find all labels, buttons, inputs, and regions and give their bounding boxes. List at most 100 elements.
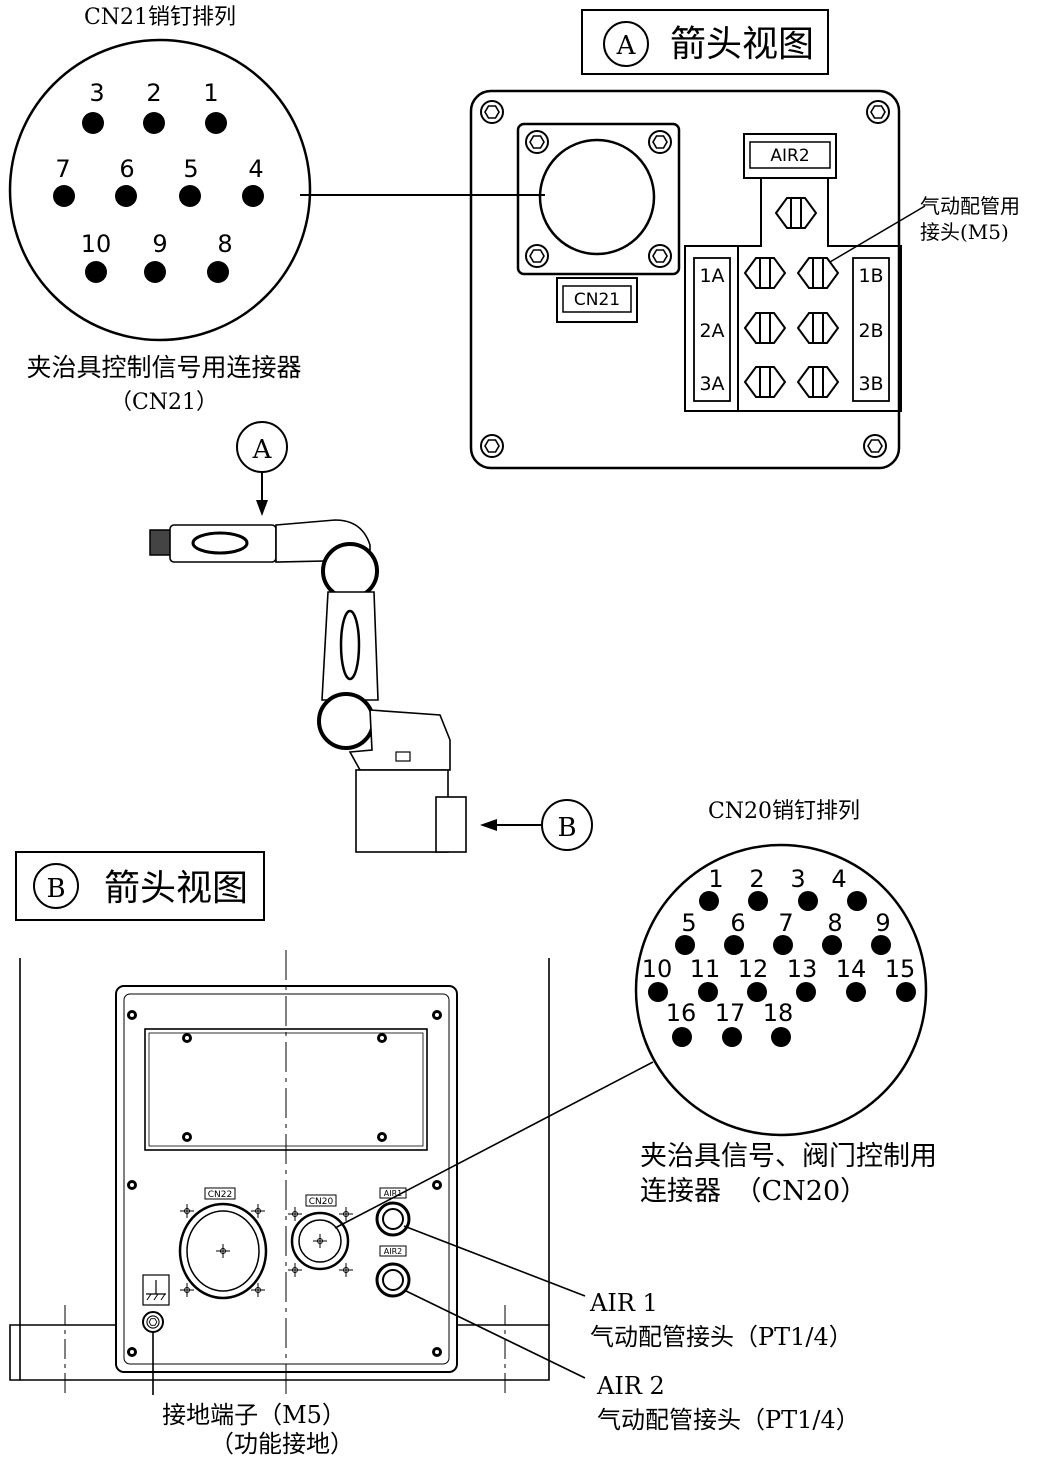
plate-screw-icon <box>127 1347 137 1357</box>
ground-terminal <box>142 1311 164 1333</box>
cn20-pin-dot <box>896 982 916 1002</box>
fitting-icon <box>744 366 786 398</box>
cn20-pin-label: 17 <box>715 999 746 1027</box>
cn21-caption-code: （CN21） <box>110 390 218 415</box>
cn20-pin-dot <box>675 935 695 955</box>
cn21-caption: 夹治具控制信号用连接器 <box>26 353 301 382</box>
cn21-pin-label: 6 <box>119 155 134 183</box>
cn20-pin-dot <box>748 891 768 911</box>
cn21-label: CN21 <box>574 290 620 310</box>
cn20-pin-label: 15 <box>885 955 916 983</box>
arrow-a-marker: A <box>252 435 273 465</box>
air-manifold <box>684 177 902 412</box>
cn20-pin-dot <box>672 1027 692 1047</box>
arrow-b-marker: B <box>557 813 576 843</box>
cn20-pin-dot <box>747 982 767 1002</box>
cn21-pin-label: 7 <box>55 155 70 183</box>
cn20-pins: 1 2 3 4 5 6 7 8 9 10 11 12 13 14 15 16 1… <box>642 865 916 1047</box>
cn20-pin-label: 8 <box>827 909 842 937</box>
plate-screw-icon <box>127 1010 137 1020</box>
fitting-note: 气动配管用 <box>920 194 1020 218</box>
cn20-pin-label: 6 <box>730 909 745 937</box>
cn21-pin-label: 4 <box>248 155 263 183</box>
robot-side-view: A B <box>149 421 593 853</box>
arrow-b-head <box>480 819 497 831</box>
cn21-pin-label: 9 <box>152 230 167 258</box>
cn21-pin-dot <box>144 261 166 283</box>
view-b-title-group: B 箭头视图 <box>15 851 265 921</box>
plate-screw-icon <box>127 1180 137 1190</box>
cn22-label: CN22 <box>208 1190 232 1200</box>
cn20-pin-label: 16 <box>666 999 697 1027</box>
flange-bolt-icon <box>648 130 672 154</box>
port-label-left: 1A <box>699 265 724 287</box>
plate-screw-icon <box>432 1347 442 1357</box>
air1-desc: 气动配管接头（PT1/4） <box>590 1323 853 1351</box>
view-a-marker-circle <box>603 21 649 67</box>
view-b-cover <box>144 1028 428 1151</box>
cn20-pin-dot <box>846 982 866 1002</box>
cn20-pin-dot <box>871 935 891 955</box>
fitting-icon <box>744 312 786 344</box>
flange-bolt-icon <box>525 244 549 268</box>
cn20-pin-dot <box>847 891 867 911</box>
air2-small-label: AIR2 <box>384 1247 402 1256</box>
cn20-pin-dot <box>699 891 719 911</box>
view-b-title-box <box>15 851 265 921</box>
cn20-pin-label: 18 <box>763 999 794 1027</box>
air2-fitting <box>375 1262 411 1298</box>
cn21-pin-dot <box>115 185 137 207</box>
cn21-pin-dot <box>179 185 201 207</box>
air2-label: AIR2 <box>770 146 809 166</box>
air1-small-label: AIR1 <box>384 1189 402 1198</box>
robot-joint-2 <box>321 542 379 600</box>
cn21-pin-dot <box>143 112 165 134</box>
cn21-pins: 3 2 1 7 6 5 4 10 9 8 <box>53 79 264 283</box>
corner-bolt-icon <box>480 100 504 124</box>
view-b-plate <box>115 985 458 1373</box>
fitting-icon <box>775 197 817 229</box>
port-label-right: 3B <box>858 373 883 395</box>
robot-base <box>355 769 449 853</box>
plate-screw-icon <box>377 1033 387 1043</box>
corner-bolt-icon <box>480 434 504 458</box>
plate-screw-icon <box>182 1132 192 1142</box>
arrow-a-head <box>256 500 268 516</box>
view-a-title-box <box>581 9 829 75</box>
cn20-caption-code: 连接器 （CN20） <box>640 1176 867 1207</box>
air2-leader-line <box>403 1289 586 1379</box>
cn20-leader-line <box>334 1061 654 1229</box>
air1-fitting <box>375 1201 411 1237</box>
plate-screw-icon <box>432 1180 442 1190</box>
cn20-connector <box>290 1211 350 1271</box>
fitting-leader-line <box>829 205 926 263</box>
cn20-pin-dot <box>698 982 718 1002</box>
cn20-pin-label: 1 <box>708 865 723 893</box>
cn20-pin-dot <box>796 982 816 1002</box>
plate-screw-icon <box>432 1010 442 1020</box>
ground-label-note: （功能接地） <box>210 1430 354 1458</box>
port-label-left: 3A <box>699 373 724 395</box>
cn21-connector-body <box>538 138 656 256</box>
corner-bolt-icon <box>863 434 887 458</box>
cn21-pin-label: 8 <box>217 230 232 258</box>
air1-leader-line <box>403 1225 586 1297</box>
cn20-pin-label: 2 <box>749 865 764 893</box>
cn20-pin-label: 13 <box>787 955 818 983</box>
cn21-pin-dot <box>242 185 264 207</box>
flange-bolt-icon <box>525 130 549 154</box>
cn20-pin-dot <box>648 982 668 1002</box>
cn21-pinout: CN21销钉排列 3 2 1 7 6 5 4 10 9 8 夹治具控制信号用连接… <box>8 5 545 415</box>
cn21-pin-label: 1 <box>203 79 218 107</box>
fitting-icon <box>797 257 839 289</box>
port-label-strip-left <box>693 257 731 402</box>
cn21-pin-dot <box>205 112 227 134</box>
view-a-marker: A <box>616 31 637 61</box>
port-label-left: 2A <box>699 320 724 342</box>
cn20-pin-dot <box>773 935 793 955</box>
view-b-marker-circle <box>33 863 79 909</box>
fitting-icon <box>797 312 839 344</box>
view-a-title: 箭头视图 <box>670 24 814 65</box>
fitting-note-size: 接头(M5) <box>920 220 1009 244</box>
